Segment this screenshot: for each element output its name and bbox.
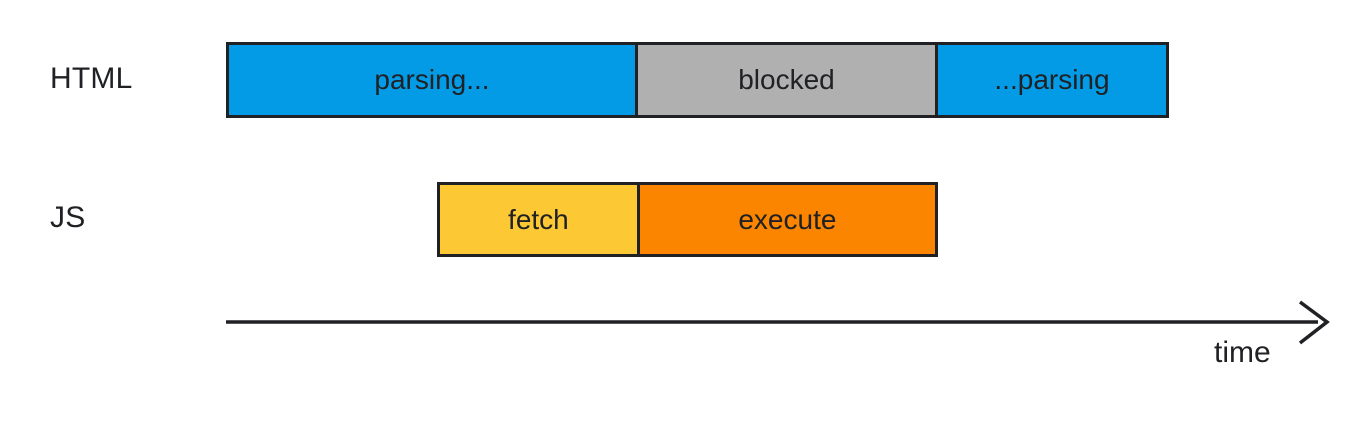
row-label-js: JS	[50, 201, 86, 234]
segment-html-parsing-start[interactable]: parsing...	[226, 42, 638, 118]
timeline-row-js: fetch execute	[437, 182, 938, 257]
segment-html-blocked[interactable]: blocked	[635, 42, 938, 118]
segment-js-execute[interactable]: execute	[636, 182, 938, 257]
segment-js-fetch[interactable]: fetch	[437, 182, 640, 257]
arrow-right-icon	[226, 300, 1330, 345]
time-axis-arrow	[220, 296, 1340, 352]
row-label-html: HTML	[50, 62, 133, 95]
segment-html-parsing-end[interactable]: ...parsing	[935, 42, 1169, 118]
timeline-row-html: parsing... blocked ...parsing	[226, 42, 1172, 118]
axis-label-time: time	[1214, 336, 1271, 369]
